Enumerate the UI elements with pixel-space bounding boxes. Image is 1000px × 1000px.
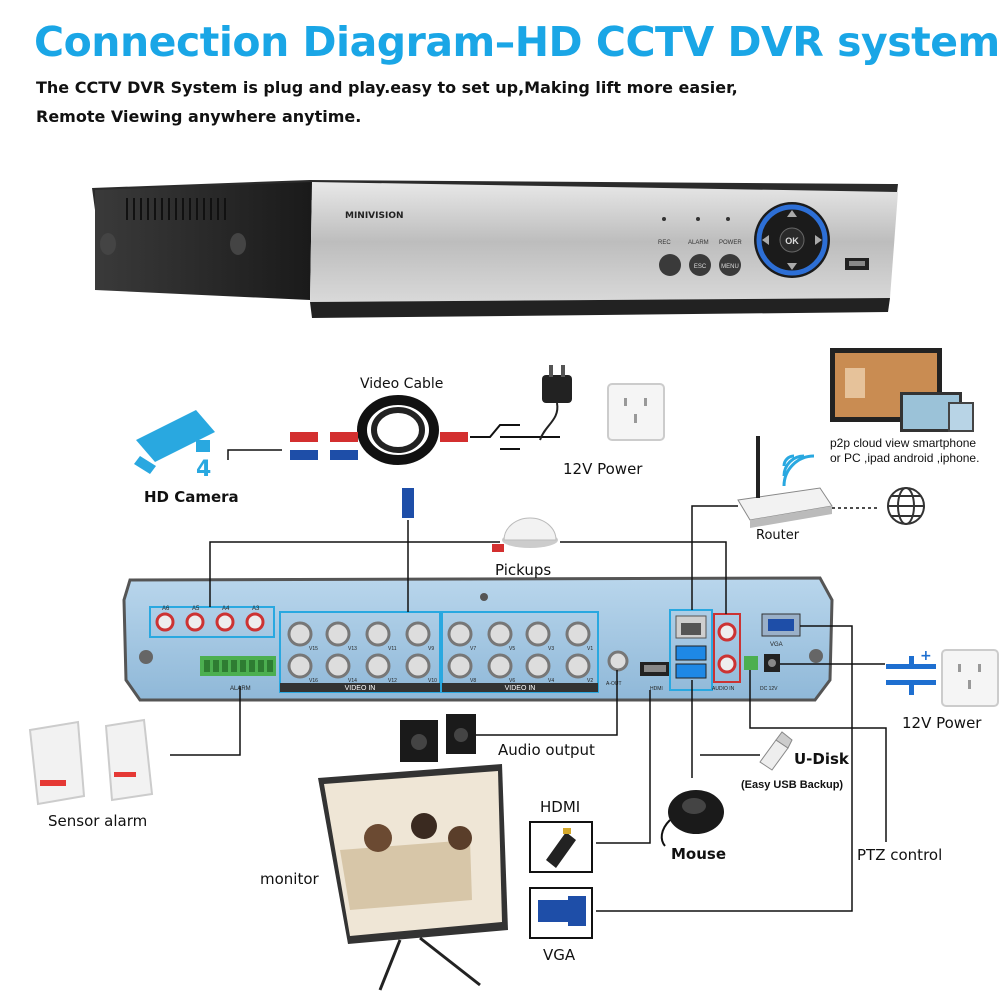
jack-label: A5	[192, 606, 200, 612]
channel-label: V8	[470, 678, 476, 684]
channel-label: V2	[587, 678, 593, 684]
router-label: Router	[756, 528, 800, 543]
sensor-alarm-icon	[28, 718, 154, 806]
rs485-terminal	[744, 656, 758, 670]
esc-button-label: ESC	[694, 264, 707, 270]
hdmi-label: HDMI	[540, 798, 581, 816]
p2p-label-line2: or PC ,ipad android ,iphone.	[830, 451, 980, 465]
monitor-label: monitor	[260, 870, 319, 888]
usb-disk-icon	[759, 731, 793, 771]
audio-in-jacks: A6 A5 A4 A3	[155, 606, 265, 632]
sensor-alarm-label: Sensor alarm	[48, 812, 148, 830]
globe-icon	[887, 487, 925, 525]
hd-camera-icon: 4	[134, 410, 215, 482]
led-rec: REC	[658, 240, 671, 246]
hdmi-connector-icon	[529, 821, 593, 873]
power-adapter-icon	[539, 365, 572, 441]
channel-label: V16	[309, 678, 318, 684]
hd-camera-4-mark: 4	[196, 457, 211, 482]
power-top-label: 12V Power	[563, 460, 643, 478]
subtitle-line-2: Remote Viewing anywhere anytime.	[36, 107, 362, 126]
mouse-label: Mouse	[671, 845, 727, 863]
svg-text:+: +	[920, 648, 932, 664]
udisk-label: U-Disk	[794, 750, 849, 768]
video-cable-icon	[290, 395, 560, 518]
pickup-microphone-icon	[492, 517, 558, 552]
vga-label: VGA	[543, 946, 576, 964]
monitor-icon	[318, 764, 508, 991]
dvr-front: MINIVISION REC ALARM POWER ESC MENU OK	[92, 180, 898, 318]
page-title: Connection Diagram–HD CCTV DVR system	[34, 18, 1000, 66]
channel-label: V9	[428, 646, 434, 652]
jack-label: A3	[252, 606, 260, 612]
jack-label: A6	[162, 606, 170, 612]
channel-label: V12	[388, 678, 397, 684]
ir-receiver	[659, 254, 681, 276]
channel-label: V1	[587, 646, 593, 652]
vga-port-label: VGA	[770, 642, 783, 648]
channel-label: V13	[348, 646, 357, 652]
audio-output-label: Audio output	[498, 741, 595, 759]
led-alarm: ALARM	[688, 240, 709, 246]
channel-label: V10	[428, 678, 437, 684]
vent-slots	[126, 198, 226, 220]
wall-socket-icon-2	[941, 649, 999, 707]
usb-port-1	[675, 645, 707, 661]
connection-lines	[170, 449, 887, 912]
devices-icon	[830, 348, 974, 432]
ok-button[interactable]	[779, 227, 805, 253]
udisk-note: (Easy USB Backup)	[741, 779, 844, 791]
pickups-label: Pickups	[495, 561, 552, 579]
esc-button[interactable]	[689, 254, 711, 276]
dvr-back-panel: A6 A5 A4 A3 ALARM V15 V13 V11 V9 V16 V14…	[122, 576, 834, 702]
video-in-bnc	[287, 621, 591, 679]
video-cable-label: Video Cable	[360, 376, 444, 392]
channel-label: V6	[509, 678, 515, 684]
audio-in-label: AUDIO IN	[712, 686, 735, 692]
dc-port-label: DC 12V	[760, 686, 778, 692]
ptz-control-label: PTZ control	[857, 846, 943, 864]
mouse-icon	[660, 790, 724, 847]
aout-label: A-OUT	[606, 681, 622, 687]
menu-button[interactable]	[719, 254, 741, 276]
speakers-icon	[400, 714, 476, 762]
router-icon	[737, 436, 833, 528]
usb-port-2	[675, 663, 707, 679]
dc-power-symbol-icon: +	[886, 648, 936, 695]
video-in-label-right: VIDEO IN	[505, 685, 536, 692]
menu-button-label: MENU	[721, 264, 739, 270]
p2p-label-line1: p2p cloud view smartphone	[830, 436, 977, 450]
channel-label: V11	[388, 646, 397, 652]
jack-label: A4	[222, 606, 230, 612]
video-in-label-left: VIDEO IN	[345, 685, 376, 692]
wifi-icon	[782, 454, 815, 487]
subtitle-line-1: The CCTV DVR System is plug and play.eas…	[36, 78, 738, 97]
alarm-terminal	[200, 656, 276, 676]
channel-label: V5	[509, 646, 515, 652]
ok-button-label: OK	[785, 236, 799, 246]
hd-camera-label: HD Camera	[144, 488, 239, 506]
led-power: POWER	[719, 240, 742, 246]
power-right-label: 12V Power	[902, 714, 982, 732]
wall-socket-icon	[607, 383, 665, 441]
channel-label: V15	[309, 646, 318, 652]
channel-label: V4	[548, 678, 554, 684]
channel-label: V3	[548, 646, 554, 652]
audio-out-port	[607, 650, 629, 672]
vga-connector-icon	[529, 887, 593, 939]
brand-logo: MINIVISION	[345, 211, 404, 221]
channel-label: V7	[470, 646, 476, 652]
channel-label: V14	[348, 678, 357, 684]
hdmi-port-label: HDMI	[650, 686, 663, 692]
